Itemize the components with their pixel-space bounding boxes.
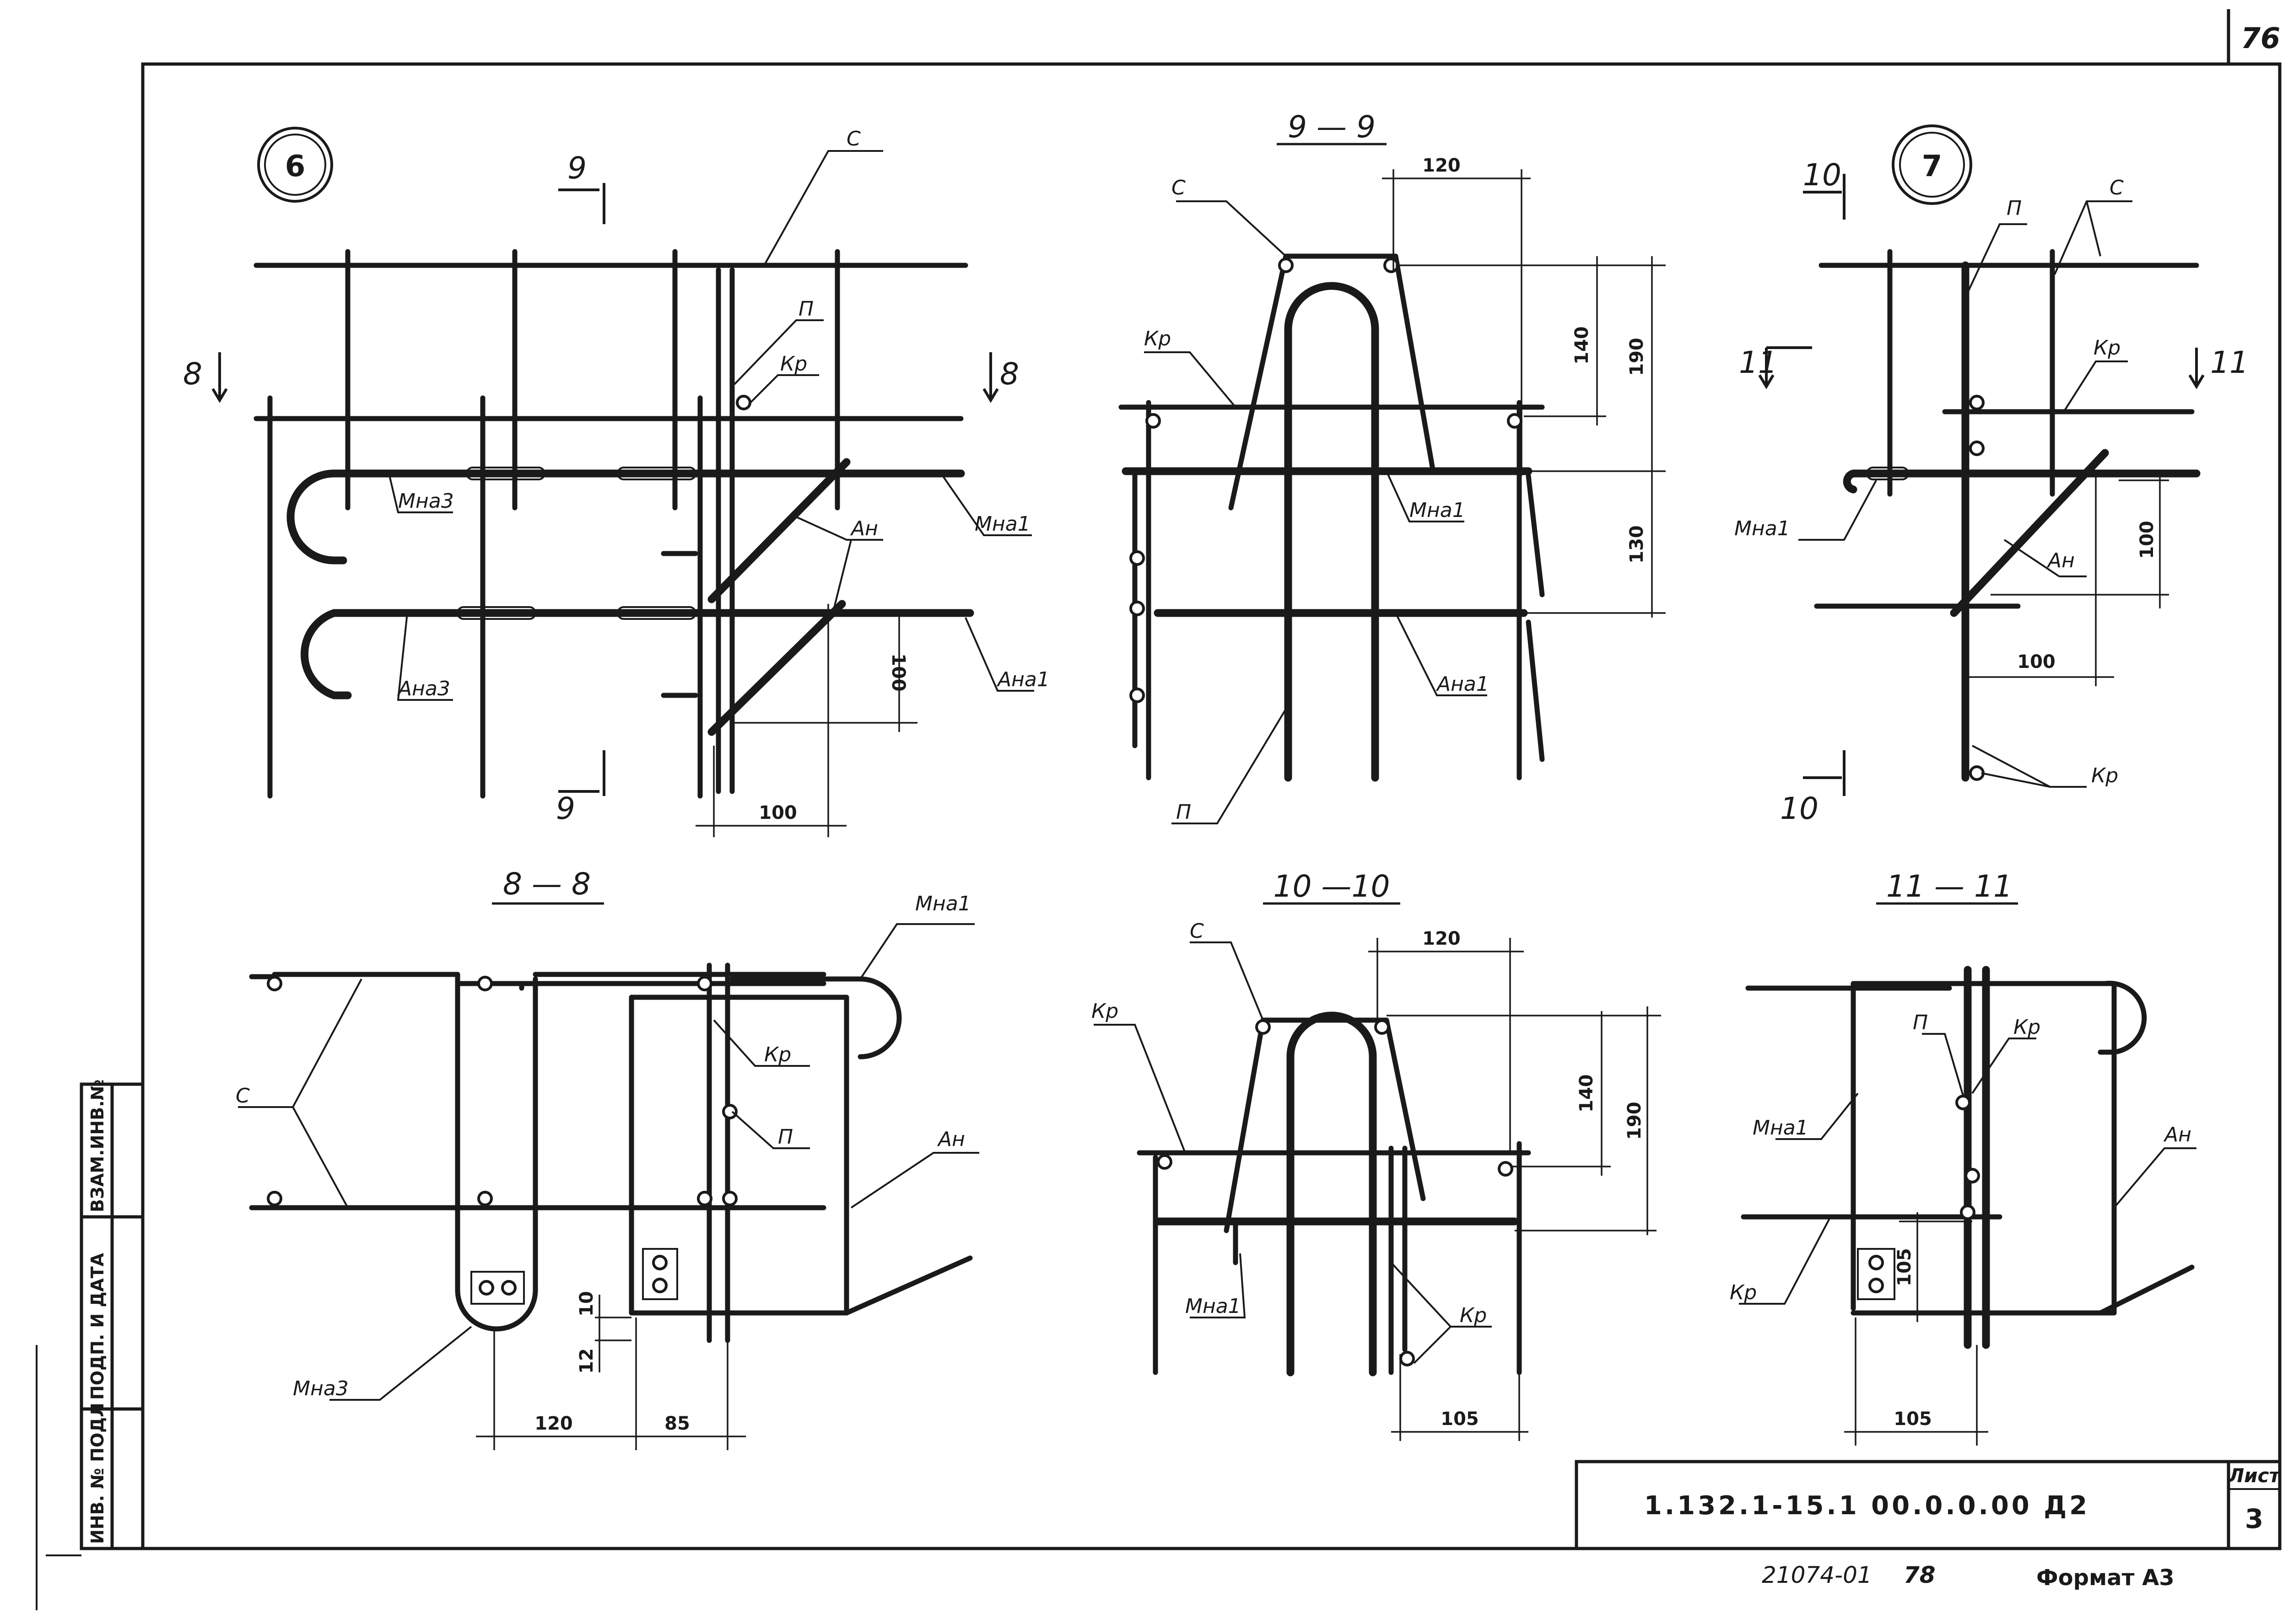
section-10-dim-190: 190 [1624,1102,1645,1140]
section-9-dim-130: 130 [1626,525,1647,564]
section-9-label-c: С [1171,176,1186,199]
section-8-view [238,902,979,1450]
detail-7-mark-11-right: 11 [2210,345,2249,380]
footer-order-number: 21074-01 [1762,1562,1872,1588]
stamp-podp-data: ПОДП. И ДАТА [87,1253,108,1400]
detail-7-dim-100-h: 100 [2017,651,2056,672]
section-10-label-kr: Кр [1091,1000,1118,1023]
detail-7-view [1758,124,2205,796]
detail-7-mark-11-left: 11 [1739,345,1777,380]
footer-page: 78 [1904,1562,1936,1588]
section-10-title: 10 —10 [1274,869,1390,904]
detail-7-dim-100-v: 100 [2137,521,2158,559]
section-9-view [1118,143,1666,824]
detail-6-label-kr: Кр [780,352,807,376]
section-8-label-mna3: Мна3 [293,1377,349,1400]
section-10-dim-140: 140 [1576,1074,1597,1113]
section-9-dim-120: 120 [1422,155,1461,176]
detail-6-dim-100-v: 100 [888,653,909,692]
detail-6-label-mna3: Мна3 [398,489,454,513]
section-11-view [1739,902,2196,1446]
sheet-frame [141,9,2282,1550]
section-9-label-ana1: Ана1 [1435,672,1489,696]
detail-7-label-an: Ан [2046,549,2075,572]
detail-7-number: 7 [1922,150,1943,183]
detail-6-mark-8-left: 8 [183,356,202,392]
detail-6-dim-100-h: 100 [759,802,797,823]
sheet-corner-number: 76 [2241,22,2280,55]
detail-6-label-p: П [799,297,814,321]
section-11-label-mna1: Мна1 [1753,1116,1808,1140]
side-stamp [36,1082,145,1610]
section-11-label-kr: Кр [2013,1016,2040,1039]
detail-6-mark-8-right: 8 [1000,356,1019,392]
section-11-title: 11 — 11 [1886,869,2013,904]
section-8-title: 8 — 8 [503,866,591,902]
detail-6-leaders [388,150,1034,837]
section-10-label-c: С [1190,920,1204,943]
section-8-dim-12: 12 [576,1348,597,1374]
detail-6-label-mna1: Мна1 [975,512,1031,536]
section-11-label-an: Ан [2163,1123,2191,1146]
section-10-dim-120: 120 [1422,928,1461,949]
detail-6-mark-9-top: 9 [567,151,587,186]
title-sheet-label: Лист [2227,1464,2281,1487]
detail-6-view [211,127,999,799]
section-8-label-mna1: Мна1 [915,892,971,915]
section-9-label-p: П [1176,801,1191,824]
title-designation: 1.132.1-15.1 00.0.0.00 Д2 [1644,1491,2090,1521]
section-9-label-mna1: Мна1 [1409,499,1465,522]
detail-7-mark-10-bottom: 10 [1780,791,1819,826]
section-8-dim-10: 10 [576,1291,597,1317]
detail-6-label-ana3: Ана3 [397,677,450,700]
section-10-label-mna1: Мна1 [1185,1295,1241,1318]
section-8-dim-85: 85 [664,1413,690,1434]
title-sheet-number: 3 [2245,1503,2263,1534]
detail-6-number: 6 [285,150,306,183]
section-9-title: 9 — 9 [1288,109,1376,145]
detail-6-mark-9-bottom: 9 [556,791,575,826]
section-10-view [1094,902,1661,1441]
stamp-inv-podl: ИНВ. № ПОДЛ [87,1403,108,1544]
section-11-dim-105: 105 [1894,1409,1932,1430]
section-11-dim-105-v: 105 [1894,1248,1915,1286]
detail-7-label-kr-bottom: Кр [2091,764,2118,787]
section-9-label-kr: Кр [1144,327,1171,350]
section-11-label-p: П [1913,1011,1928,1034]
section-8-dim-120: 120 [534,1413,573,1434]
detail-7-label-kr: Кр [2094,336,2121,360]
stamp-vzam-inv: ВЗАМ.ИНВ.№ [87,1080,108,1212]
section-8-label-p: П [778,1125,793,1149]
section-8-label-kr: Кр [764,1043,791,1066]
detail-7-label-c: С [2110,176,2124,199]
section-9-dim-140: 140 [1571,326,1592,365]
detail-6-label-an: Ан [850,517,878,540]
section-8-label-c: С [236,1084,250,1108]
detail-7-label-p: П [2007,197,2022,220]
detail-6-label-c: С [847,127,861,151]
section-10-label-kr-right: Кр [1460,1304,1487,1327]
section-11-label-kr-bottom: Кр [1730,1281,1757,1304]
section-8-label-an: Ан [937,1128,965,1151]
section-9-dim-190: 190 [1626,338,1647,376]
footer-format: Формат А3 [2036,1565,2175,1591]
detail-6-label-ana1: Ана1 [996,668,1050,691]
section-10-dim-105: 105 [1441,1409,1479,1430]
detail-7-mark-10-top: 10 [1803,157,1841,193]
detail-7-label-mna1: Мна1 [1734,517,1790,540]
title-block [1575,1460,2282,1550]
